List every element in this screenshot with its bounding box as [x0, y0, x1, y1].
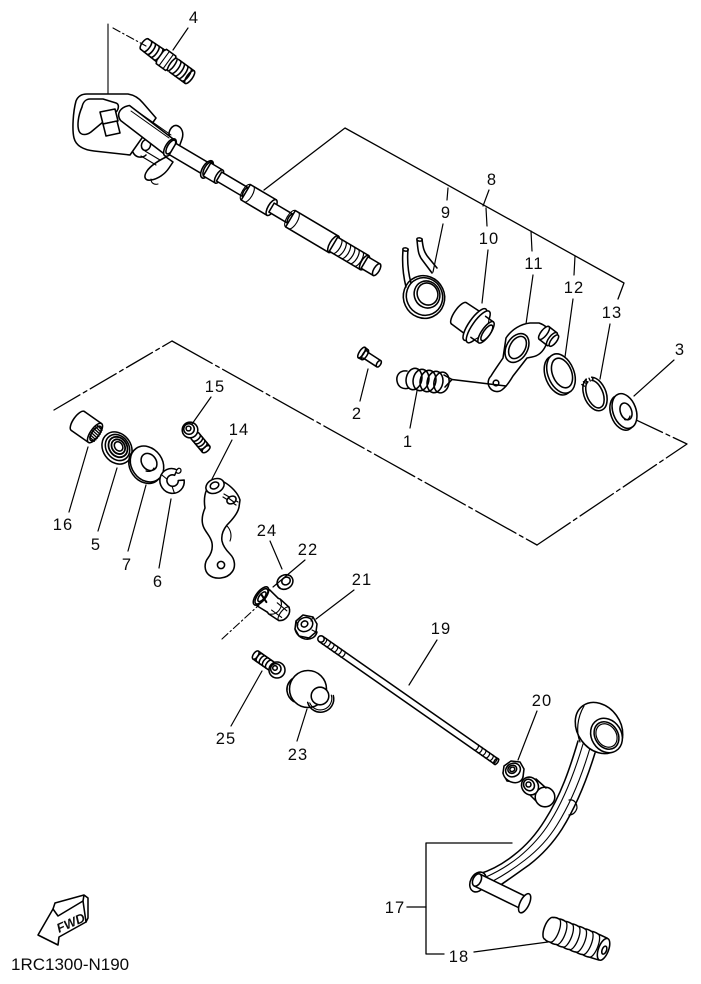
svg-text:2: 2	[352, 405, 362, 423]
svg-text:23: 23	[288, 746, 309, 764]
svg-text:12: 12	[564, 279, 585, 297]
svg-text:9: 9	[441, 204, 451, 222]
svg-text:18: 18	[449, 948, 470, 966]
svg-text:16: 16	[53, 516, 74, 534]
svg-text:24: 24	[257, 522, 278, 540]
svg-text:6: 6	[153, 573, 163, 591]
svg-text:17: 17	[385, 899, 406, 917]
svg-text:15: 15	[205, 378, 226, 396]
svg-text:25: 25	[216, 730, 237, 748]
svg-text:7: 7	[122, 556, 132, 574]
svg-text:5: 5	[91, 536, 101, 554]
svg-text:22: 22	[298, 541, 319, 559]
svg-text:10: 10	[479, 230, 500, 248]
svg-text:11: 11	[524, 255, 543, 273]
svg-text:FWD: FWD	[54, 910, 88, 936]
svg-text:3: 3	[675, 341, 685, 359]
svg-text:14: 14	[229, 421, 250, 439]
svg-text:13: 13	[602, 304, 623, 322]
svg-text:1: 1	[403, 433, 413, 451]
svg-text:8: 8	[487, 171, 497, 189]
svg-text:20: 20	[532, 692, 553, 710]
svg-text:21: 21	[352, 571, 373, 589]
svg-text:4: 4	[189, 9, 199, 27]
svg-text:1RC1300-N190: 1RC1300-N190	[11, 955, 129, 974]
svg-text:19: 19	[431, 620, 452, 638]
